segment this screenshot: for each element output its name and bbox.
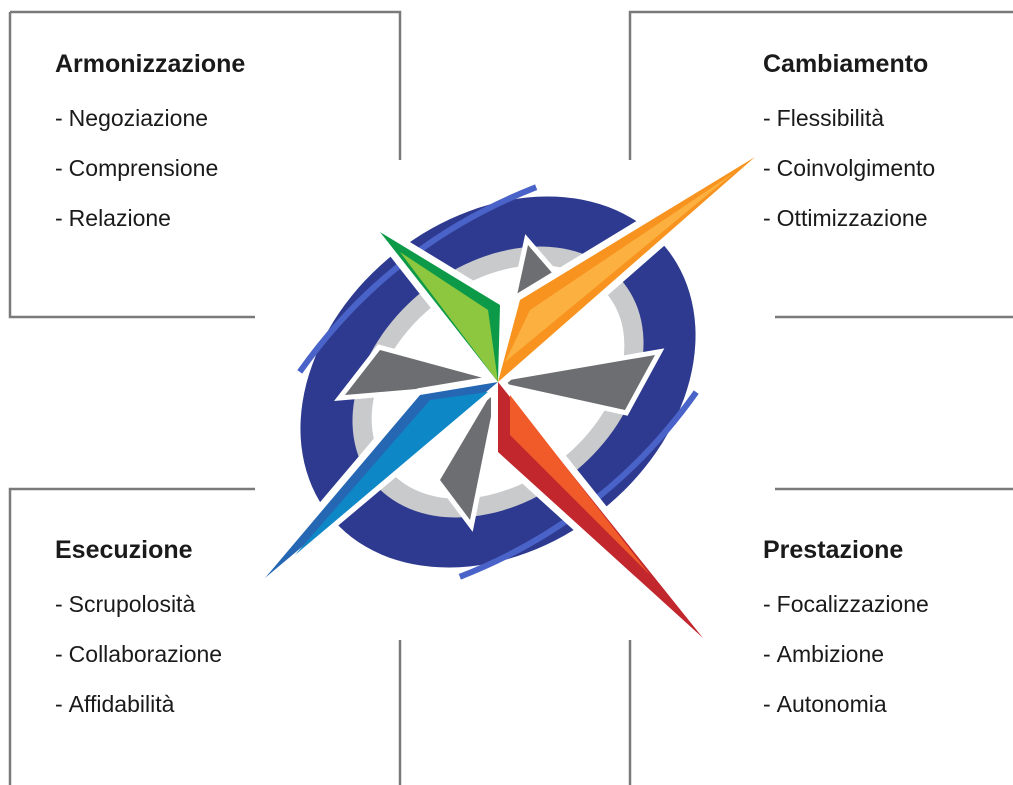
frame-top-left [10,10,402,160]
list-item: -Autonomia [763,679,929,729]
frame-top-right [628,10,1013,160]
list-item-label: Scrupolosità [68,591,196,617]
list-item-label: Focalizzazione [776,591,929,617]
frame-bottom-left [8,487,255,785]
needle-orange-highlight [505,172,735,362]
list-item-label: Ottimizzazione [776,205,928,231]
list-item-label: Flessibilità [776,105,885,131]
list-item: -Negoziazione [55,93,245,143]
quadrant-title: Prestazione [763,536,904,564]
needle-orange [498,157,755,382]
gray-point-south-fill [440,382,498,520]
list-marker: - [763,105,771,131]
list-item-label: Collaborazione [68,641,223,667]
list-item-label: Ambizione [776,641,885,667]
frame-top-left-lower [8,12,255,319]
list-item: -Focalizzazione [763,579,929,629]
list-marker: - [55,205,63,231]
needle-green-highlight [400,252,498,382]
list-item-label: Affidabilità [68,691,175,717]
quadrant-title: Armonizzazione [55,50,246,78]
list-item-label: Comprensione [68,155,219,181]
list-marker: - [55,155,63,181]
quadrant-list: -Negoziazione -Comprensione -Relazione [55,93,245,243]
quadrant-bottom-right: Prestazione -Focalizzazione -Ambizione -… [763,536,929,729]
quadrant-list: -Scrupolosità -Collaborazione -Affidabil… [55,579,222,729]
needle-blue-highlight [295,392,488,555]
list-marker: - [763,691,771,717]
list-item: -Coinvolgimento [763,143,935,193]
list-item: -Collaborazione [55,629,222,679]
needle-red-highlight [510,395,650,575]
list-item: -Affidabilità [55,679,222,729]
list-item: -Flessibilità [763,93,935,143]
list-item: -Comprensione [55,143,245,193]
quadrant-list: -Focalizzazione -Ambizione -Autonomia [763,579,929,729]
list-item: -Ambizione [763,629,929,679]
quadrant-title: Esecuzione [55,536,193,564]
list-marker: - [55,691,63,717]
list-marker: - [55,105,63,131]
quadrant-title: Cambiamento [763,50,929,78]
list-marker: - [763,155,771,181]
list-item-label: Negoziazione [68,105,209,131]
list-item: -Relazione [55,193,245,243]
quadrant-top-left: Armonizzazione -Negoziazione -Comprensio… [55,50,245,243]
list-marker: - [763,205,771,231]
quadrant-list: -Flessibilità -Coinvolgimento -Ottimizza… [763,93,935,243]
list-item-label: Autonomia [776,691,887,717]
list-item: -Scrupolosità [55,579,222,629]
list-marker: - [763,591,771,617]
quadrant-top-right: Cambiamento -Flessibilità -Coinvolgiment… [763,50,935,243]
quadrant-bottom-left: Esecuzione -Scrupolosità -Collaborazione… [55,536,222,729]
list-marker: - [763,641,771,667]
list-item-label: Relazione [68,205,171,231]
gray-point-east-fill [498,355,655,410]
list-marker: - [55,641,63,667]
compass-needles [258,150,762,645]
list-item-label: Coinvolgimento [776,155,936,181]
list-marker: - [55,591,63,617]
list-item: -Ottimizzazione [763,193,935,243]
